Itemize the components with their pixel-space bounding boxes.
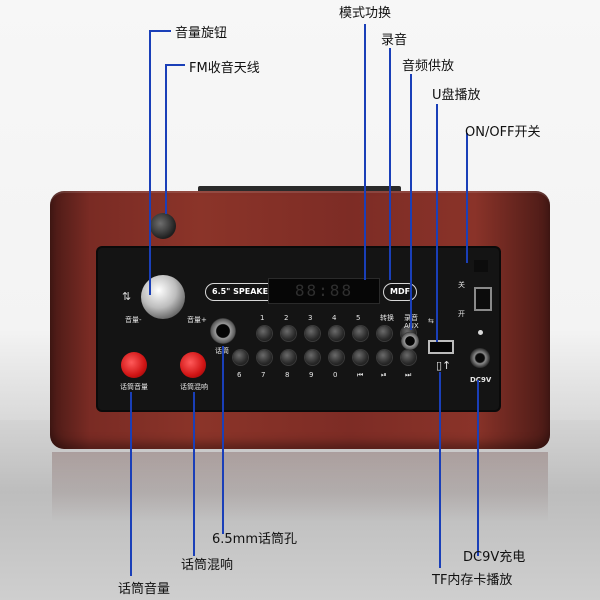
fm-antenna-knob[interactable] [150, 213, 176, 239]
button-label: 6 [237, 371, 242, 379]
callout-line-usb [436, 104, 438, 342]
callout-mode-switch: 模式功换 [339, 6, 392, 21]
switch-off-label: 关 [458, 281, 465, 289]
callout-line-echo [193, 392, 195, 556]
callout-line-fm-h [165, 64, 185, 66]
button-label: ⏯ [381, 371, 387, 379]
callout-mic-volume: 话筒音量 [118, 582, 171, 597]
callout-line-mode [364, 24, 366, 280]
button-label: 8 [285, 371, 290, 379]
callout-line-record [389, 48, 391, 280]
button-label: 3 [308, 314, 313, 322]
usb-port[interactable] [428, 340, 454, 354]
panel-button[interactable] [377, 326, 392, 341]
mic-volume-knob[interactable] [121, 352, 147, 378]
power-switch[interactable] [474, 287, 492, 311]
callout-fm-antenna: FM收音天线 [189, 61, 260, 76]
volume-knob[interactable] [141, 275, 185, 319]
callout-line-tf [439, 372, 441, 568]
callout-tf-play: TF内存卡播放 [432, 573, 513, 588]
button-label: 0 [333, 371, 338, 379]
dc-power-jack[interactable] [470, 348, 490, 368]
panel-button[interactable] [353, 326, 368, 341]
button-label: 5 [356, 314, 361, 322]
speaker-reflection [52, 452, 548, 522]
callout-line-audio [410, 74, 412, 330]
button-label: ⏮ [357, 371, 364, 379]
callout-line-fm [165, 64, 167, 214]
volume-plus-label: 音量+ [187, 316, 207, 324]
callout-power-switch: ON/OFF开关 [465, 125, 541, 140]
tf-card-icon: ▯↑ [436, 359, 452, 372]
updown-arrows-icon: ⇅ [122, 290, 132, 303]
brand-badge: MDF [383, 283, 418, 301]
callout-line-volume [149, 30, 151, 295]
panel-button[interactable] [377, 350, 392, 365]
callout-line-micjack [222, 346, 224, 534]
panel-button[interactable] [329, 326, 344, 341]
button-label: 4 [332, 314, 337, 322]
callout-dc-charge: DC9V充电 [463, 550, 526, 565]
panel-button[interactable] [305, 326, 320, 341]
mic-volume-label: 话筒音量 [120, 383, 148, 391]
panel-button[interactable] [281, 326, 296, 341]
callout-record: 录音 [381, 33, 408, 48]
panel-button[interactable] [233, 350, 248, 365]
switch-on-label: 开 [458, 310, 465, 318]
panel-button[interactable] [401, 350, 416, 365]
callout-audio-out: 音频供放 [402, 59, 455, 74]
callout-line-micvol [130, 392, 132, 576]
mic-jack[interactable] [210, 318, 236, 344]
callout-mic-echo: 话筒混响 [181, 558, 234, 573]
callout-usb-play: U盘播放 [432, 88, 481, 103]
panel-button[interactable] [329, 350, 344, 365]
usb-symbol-icon: ⇆ [428, 317, 434, 325]
callout-line-dc [477, 380, 479, 556]
dc9v-label: DC9V [470, 376, 492, 384]
panel-button[interactable] [353, 350, 368, 365]
button-label: 7 [261, 371, 266, 379]
power-led [478, 330, 483, 335]
aux-jack[interactable] [401, 332, 419, 350]
switch-plate [474, 260, 488, 272]
led-display: 88:88 [268, 278, 380, 304]
mic-echo-knob[interactable] [180, 352, 206, 378]
button-label: 2 [284, 314, 289, 322]
button-label: 转换 [380, 314, 394, 322]
button-label: 1 [260, 314, 265, 322]
button-label: ⏭ [405, 371, 412, 379]
panel-button[interactable] [257, 326, 272, 341]
table-surface [0, 420, 600, 600]
callout-line-power [466, 133, 468, 263]
panel-button[interactable] [257, 350, 272, 365]
volume-minus-label: 音量- [125, 316, 142, 324]
callout-mic-jack: 6.5mm话筒孔 [212, 532, 298, 547]
panel-button[interactable] [305, 350, 320, 365]
button-label: 9 [309, 371, 314, 379]
callout-volume-knob: 音量旋钮 [175, 26, 228, 41]
panel-button[interactable] [281, 350, 296, 365]
mic-echo-label: 话筒混响 [180, 383, 208, 391]
callout-line-volume-h [149, 30, 171, 32]
